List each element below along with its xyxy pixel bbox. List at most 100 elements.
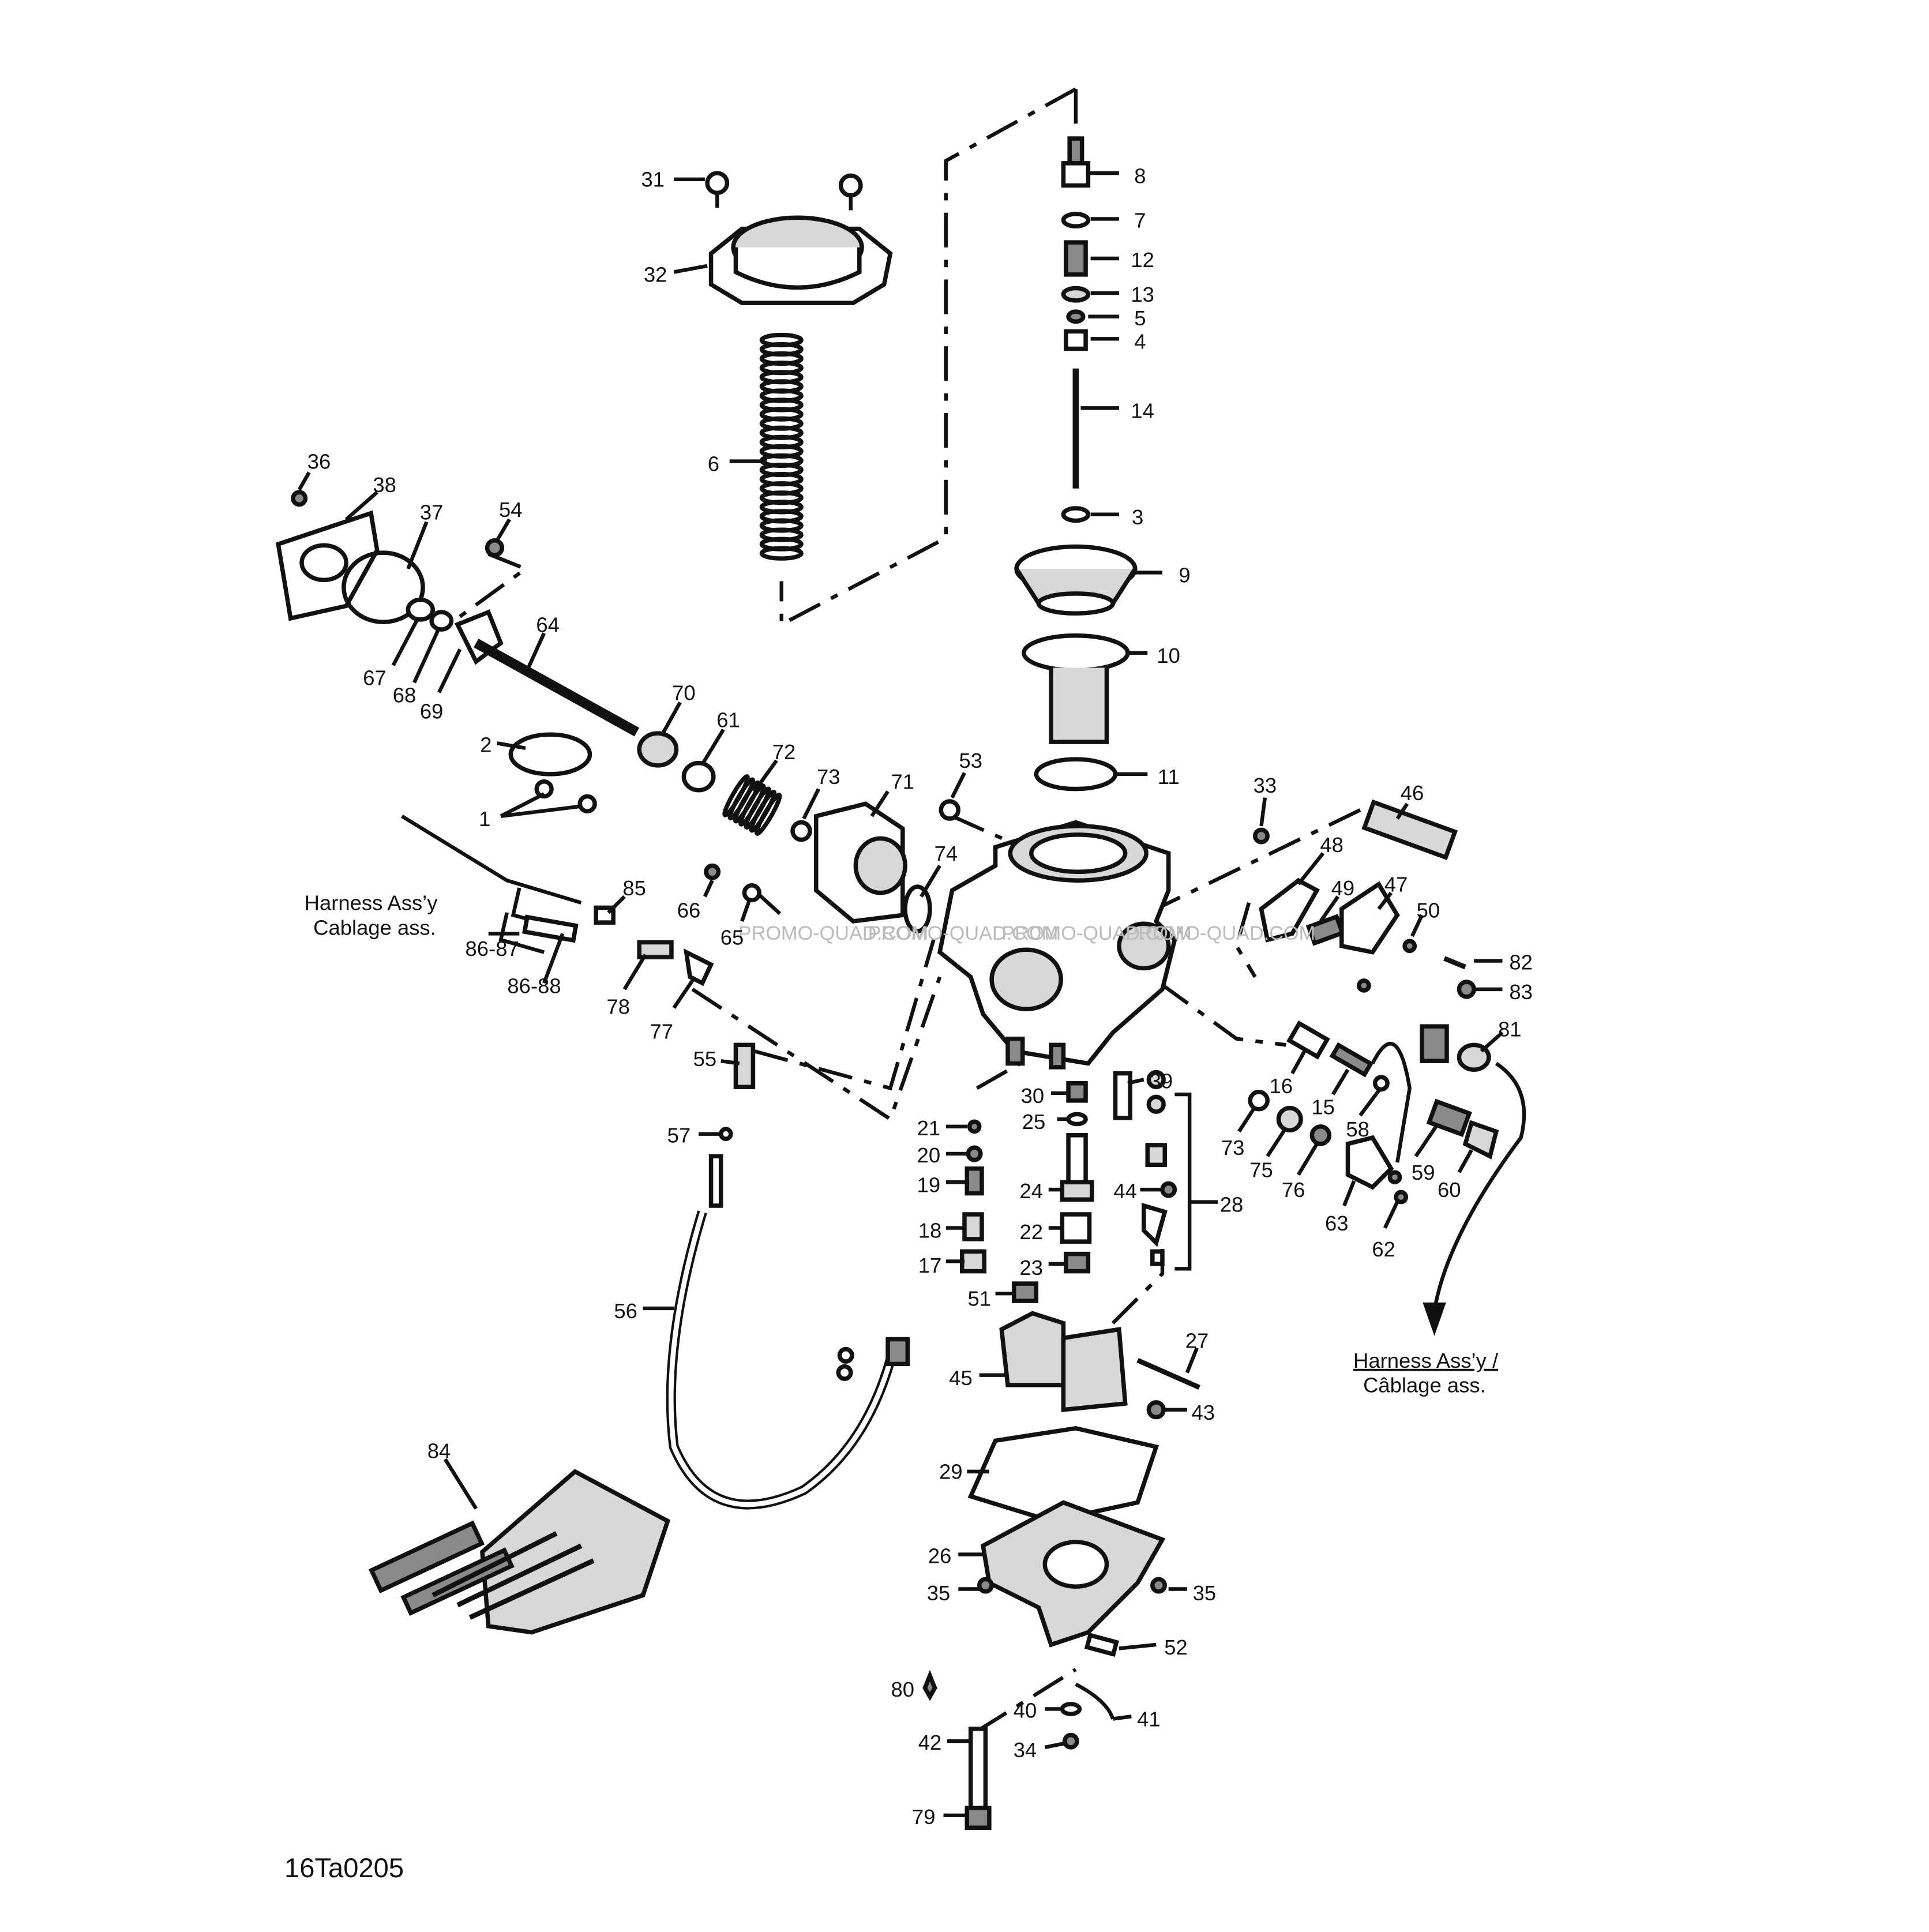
- callout-label: 77: [650, 1020, 674, 1044]
- callout-label: 9: [1179, 564, 1190, 587]
- cable-part: [666, 1127, 910, 1510]
- callout-label: 76: [1282, 1178, 1305, 1202]
- spring-coil: [755, 793, 782, 836]
- callout-label: 44: [1113, 1179, 1137, 1203]
- callout-label: 6: [708, 452, 719, 476]
- callout-label: 24: [1019, 1179, 1043, 1203]
- callout-label: 35: [927, 1581, 951, 1605]
- callout-label: 34: [1014, 1738, 1037, 1762]
- callout-label: 70: [672, 681, 696, 704]
- callout-label: 17: [918, 1254, 942, 1277]
- watermark-text: PROMO-QUAD.COM: [1001, 922, 1191, 944]
- callout-label: 69: [420, 699, 444, 723]
- choke-spring-part: [637, 731, 812, 842]
- callout-label: 57: [667, 1124, 691, 1147]
- callout-label: 42: [918, 1731, 942, 1754]
- callout-label: 47: [1384, 873, 1408, 896]
- callout-label: 82: [1509, 951, 1533, 974]
- side-cover-part: [276, 490, 425, 624]
- callout-label: 60: [1438, 1178, 1461, 1202]
- callout-label: 37: [420, 500, 444, 524]
- callout-label: 31: [641, 168, 665, 192]
- callout-label: 64: [536, 613, 560, 636]
- callout-label: 86-88: [507, 974, 561, 997]
- harness-right-line1: Harness Ass’y /: [1353, 1349, 1499, 1372]
- needle-stack-part: [1061, 136, 1091, 523]
- harness-left-line1: Harness Ass’y: [305, 891, 438, 915]
- callout-label: 55: [693, 1047, 717, 1071]
- callout-label: 54: [499, 498, 523, 522]
- callout-label: 8: [1134, 164, 1146, 187]
- callout-label: 73: [1221, 1136, 1245, 1160]
- callout-label: 66: [677, 899, 701, 922]
- callout-label: 25: [1022, 1110, 1046, 1134]
- callout-label: 75: [1249, 1158, 1273, 1182]
- housing-part: [814, 801, 932, 933]
- slide-part: [1022, 633, 1130, 744]
- callout-label: 41: [1137, 1707, 1161, 1731]
- callout-label: 2: [480, 733, 491, 756]
- callout-label: 16: [1269, 1074, 1293, 1098]
- callout-label: 13: [1131, 283, 1154, 306]
- callout-label: 80: [891, 1678, 915, 1701]
- small-fittings-part: [594, 863, 761, 1089]
- cap-part: [939, 799, 961, 821]
- callout-label: 46: [1401, 781, 1424, 805]
- callout-label: 56: [614, 1299, 637, 1323]
- diaphragm-part: [1014, 544, 1138, 616]
- carburetor-body-part: [937, 820, 1177, 1070]
- gasket-part: [967, 1426, 1159, 1524]
- callout-label: 73: [817, 765, 840, 789]
- callout-label: 20: [917, 1143, 941, 1167]
- callout-label: 33: [1254, 774, 1277, 797]
- callout-label: 67: [363, 666, 386, 690]
- harness-label-left: Harness Ass’y Cablage ass.: [305, 891, 438, 940]
- callout-label: 18: [918, 1219, 942, 1243]
- callout-label: 35: [1193, 1581, 1217, 1605]
- float-bowl-part: [977, 1500, 1168, 1657]
- callout-label: 49: [1331, 876, 1355, 900]
- watermark-text: PROMO-QUAD.COM: [868, 922, 1058, 944]
- right-group-part: [1252, 799, 1491, 1072]
- top-cover-part: [708, 215, 893, 305]
- callout-label: 22: [1019, 1220, 1043, 1244]
- callout-label: 48: [1320, 833, 1343, 857]
- diagram-code: 16Ta0205: [284, 1852, 404, 1883]
- arrowhead: [1423, 1302, 1446, 1336]
- callout-label: 32: [644, 263, 667, 287]
- watermark-group: PROMO-QUAD.COM PROMO-QUAD.COM PROMO-QUAD…: [738, 922, 1315, 944]
- callout-label: 52: [1164, 1635, 1188, 1659]
- callout-label: 45: [949, 1366, 973, 1390]
- callout-label: 29: [939, 1460, 963, 1484]
- callout-label: 61: [716, 708, 740, 731]
- watermark-text: PROMO-QUAD.COM: [1125, 922, 1315, 944]
- callout-label: 53: [959, 749, 982, 772]
- drain-part: [922, 1670, 1115, 1830]
- callout-label: 43: [1191, 1401, 1215, 1424]
- callout-label: 51: [967, 1287, 991, 1311]
- tool-kit-part: [368, 1469, 671, 1635]
- harness-left-line2: Cablage ass.: [313, 916, 436, 940]
- right-valve-part: [1248, 1020, 1499, 1205]
- callout-label: 21: [917, 1116, 941, 1140]
- leader-lines: [297, 171, 1504, 1818]
- callout-label: 14: [1131, 399, 1154, 423]
- assembly-guide-lines: [456, 87, 1361, 1733]
- oring-part: [1034, 757, 1118, 791]
- callout-label: 65: [720, 926, 744, 950]
- callout-label: 15: [1311, 1095, 1335, 1119]
- callout-label: 63: [1325, 1211, 1349, 1235]
- callout-label: 4: [1134, 329, 1146, 353]
- callout-label: 62: [1372, 1237, 1395, 1261]
- callout-label: 1: [479, 807, 490, 831]
- callout-label: 58: [1346, 1117, 1369, 1141]
- callout-label: 27: [1185, 1329, 1209, 1353]
- callout-label: 71: [891, 770, 915, 794]
- callout-label: 85: [622, 876, 646, 900]
- callout-label: 86-87: [466, 937, 519, 961]
- callout-label: 19: [917, 1173, 941, 1196]
- callout-label: 11: [1158, 765, 1180, 789]
- parts: [276, 136, 1526, 1830]
